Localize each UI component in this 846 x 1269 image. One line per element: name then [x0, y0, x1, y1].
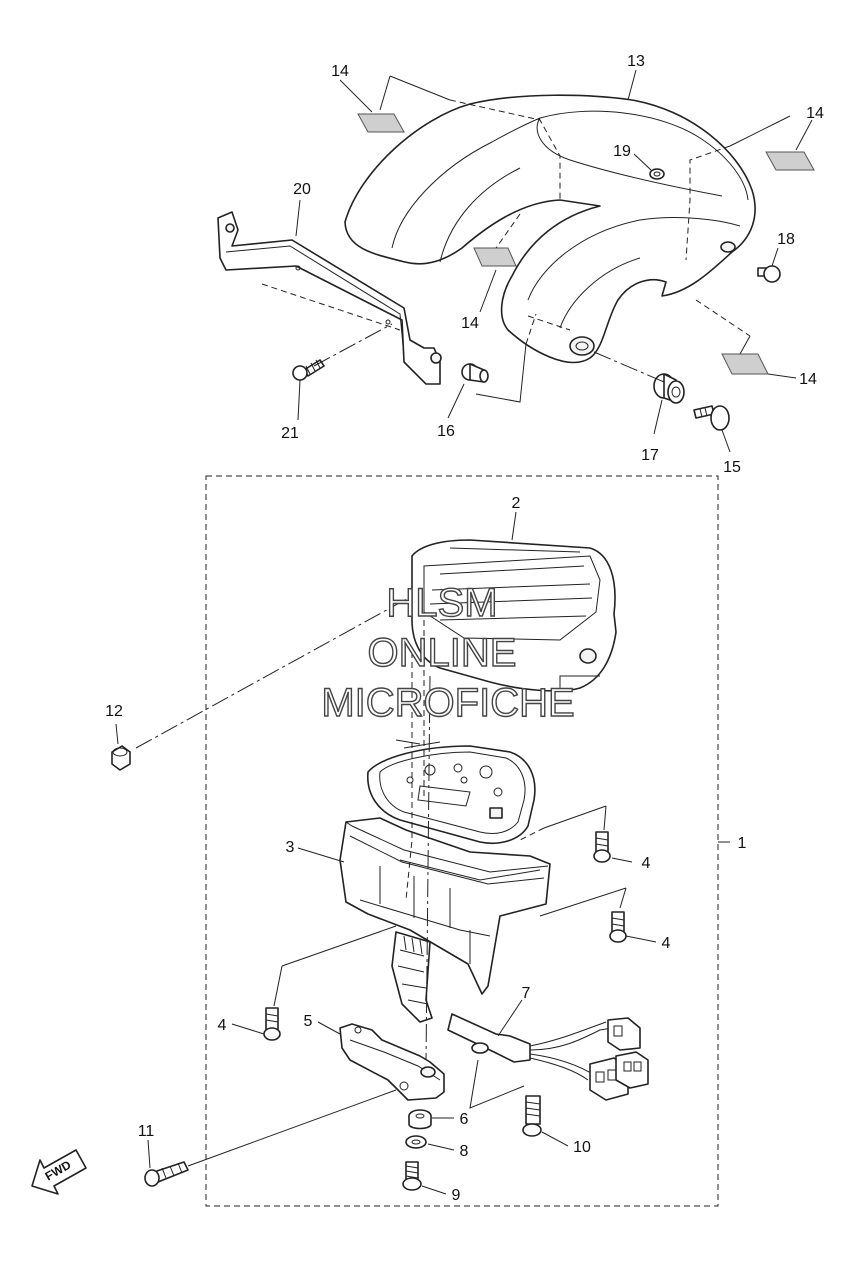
- callout-21: 21: [281, 425, 299, 442]
- callout-6: 6: [460, 1111, 469, 1128]
- cowl-mount-hole: [569, 336, 595, 356]
- collar-16: [461, 363, 489, 383]
- screw-21: [292, 359, 325, 381]
- screw-4-middle: [609, 911, 627, 943]
- damper-pad-bottom-right: [721, 353, 769, 375]
- meter-board: [367, 739, 536, 844]
- callout-7: 7: [522, 985, 531, 1002]
- callout-14-top-right: 14: [806, 105, 824, 122]
- fwd-arrow-icon: FWD: [31, 1149, 87, 1195]
- grommet-6: [408, 1109, 432, 1130]
- watermark-line1: HLSM: [386, 581, 497, 625]
- meter-case-2: [411, 539, 617, 692]
- sub-harness-7: [447, 1013, 649, 1101]
- damper-pad-middle: [473, 247, 517, 267]
- callout-3: 3: [286, 839, 295, 856]
- screw-10: [522, 1095, 542, 1137]
- watermark-line3: MICROFICHE: [321, 681, 574, 725]
- meter-housing-3: [339, 817, 551, 995]
- wire-harness: [391, 931, 433, 1023]
- callout-12: 12: [105, 703, 123, 720]
- callout-13: 13: [627, 53, 645, 70]
- screw-9: [402, 1161, 422, 1191]
- grommet-19: [649, 168, 665, 180]
- callout-16: 16: [437, 423, 455, 440]
- screw-4-lower: [263, 1007, 281, 1041]
- bracket-5: [339, 1023, 445, 1101]
- bolt-15: [693, 405, 730, 431]
- lower-leaders: [115, 511, 657, 1195]
- grommet-17: [653, 373, 685, 404]
- cowl-cover: [344, 94, 756, 364]
- callout-17: 17: [641, 447, 659, 464]
- washer-8: [405, 1135, 427, 1149]
- screw-4-upper: [593, 831, 611, 863]
- watermark: HLSM ONLINE MICROFICHE: [321, 580, 576, 725]
- callout-4-upper: 4: [642, 855, 651, 872]
- callout-4-lower: 4: [218, 1017, 227, 1034]
- callout-1: 1: [738, 835, 747, 852]
- callout-15: 15: [723, 459, 741, 476]
- damper-pad-top-right: [765, 151, 815, 171]
- callout-18: 18: [777, 231, 795, 248]
- callout-4-middle: 4: [662, 935, 671, 952]
- callout-14-top-left: 14: [331, 63, 349, 80]
- callout-9: 9: [452, 1187, 461, 1204]
- callout-numbers: 14 13 14 19 20 18 14 14 21 16 17 15 2 12…: [105, 53, 824, 1204]
- callout-14-bottom-right: 14: [799, 371, 817, 388]
- upper-leaders: [261, 69, 813, 453]
- callout-20: 20: [293, 181, 311, 198]
- assembly-frame: [205, 475, 719, 1207]
- screw-18: [757, 265, 781, 283]
- callout-11: 11: [138, 1123, 155, 1140]
- callout-2: 2: [512, 495, 521, 512]
- callout-8: 8: [460, 1143, 469, 1160]
- collar-12: [111, 745, 131, 771]
- callout-5: 5: [304, 1013, 313, 1030]
- damper-pad-top-left: [357, 113, 405, 133]
- callout-14-middle: 14: [461, 315, 479, 332]
- leader-12: [135, 595, 413, 749]
- bracket-20: [217, 211, 442, 385]
- callout-19: 19: [613, 143, 631, 160]
- bolt-11: [144, 1161, 189, 1187]
- watermark-line2: ONLINE: [368, 631, 517, 675]
- callout-10: 10: [573, 1139, 591, 1156]
